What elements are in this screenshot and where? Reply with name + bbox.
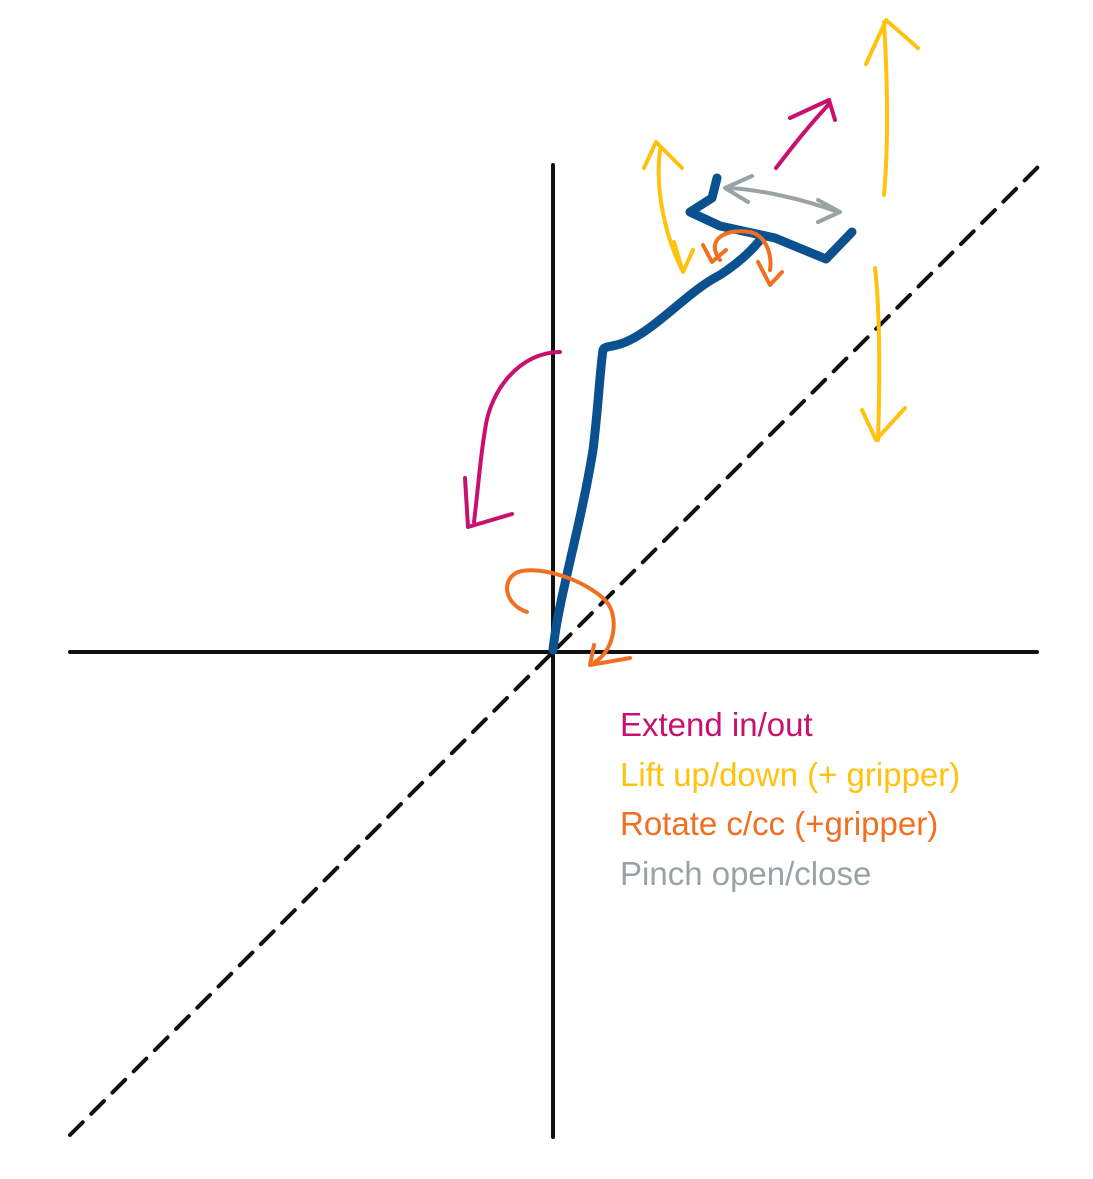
rotate-arrow-base	[505, 568, 616, 664]
legend-pinch: Pinch open/close	[620, 854, 872, 892]
gripper	[685, 173, 857, 264]
lift-arrow-small	[656, 148, 684, 272]
extend-arrow-left	[472, 350, 562, 524]
extend-arrow-left-head	[463, 476, 514, 529]
lift-arrow-large-lower	[873, 266, 882, 442]
legend-extend: Extend in/out	[620, 706, 813, 743]
rotate-arrow-gripper-head-right	[756, 260, 784, 287]
legend-rotate: Rotate c/cc (+gripper)	[620, 805, 939, 842]
pinch-arrow	[728, 186, 840, 214]
rotate-arrow-base-head	[588, 643, 632, 667]
lift-arrow-large	[882, 20, 889, 197]
rotate-arrow-gripper	[712, 229, 773, 272]
lift-arrow-large-head-bottom	[860, 406, 907, 442]
extend-arrow-upper-head	[788, 98, 837, 122]
lift-arrow-small-head-top	[642, 140, 684, 170]
legend: Extend in/out Lift up/down (+ gripper) R…	[620, 700, 1080, 898]
pinch-arrow-head-right	[816, 198, 842, 224]
lift-arrow-large-head-top	[864, 18, 920, 66]
lift-arrow-small-head-bottom	[672, 240, 695, 274]
extend-arrow-upper	[774, 102, 831, 170]
legend-lift: Lift up/down (+ gripper)	[620, 755, 961, 793]
robot-arm-link	[548, 235, 765, 655]
rotate-arrow-gripper-head-left	[701, 243, 728, 264]
pinch-arrow-head-left	[723, 174, 754, 204]
